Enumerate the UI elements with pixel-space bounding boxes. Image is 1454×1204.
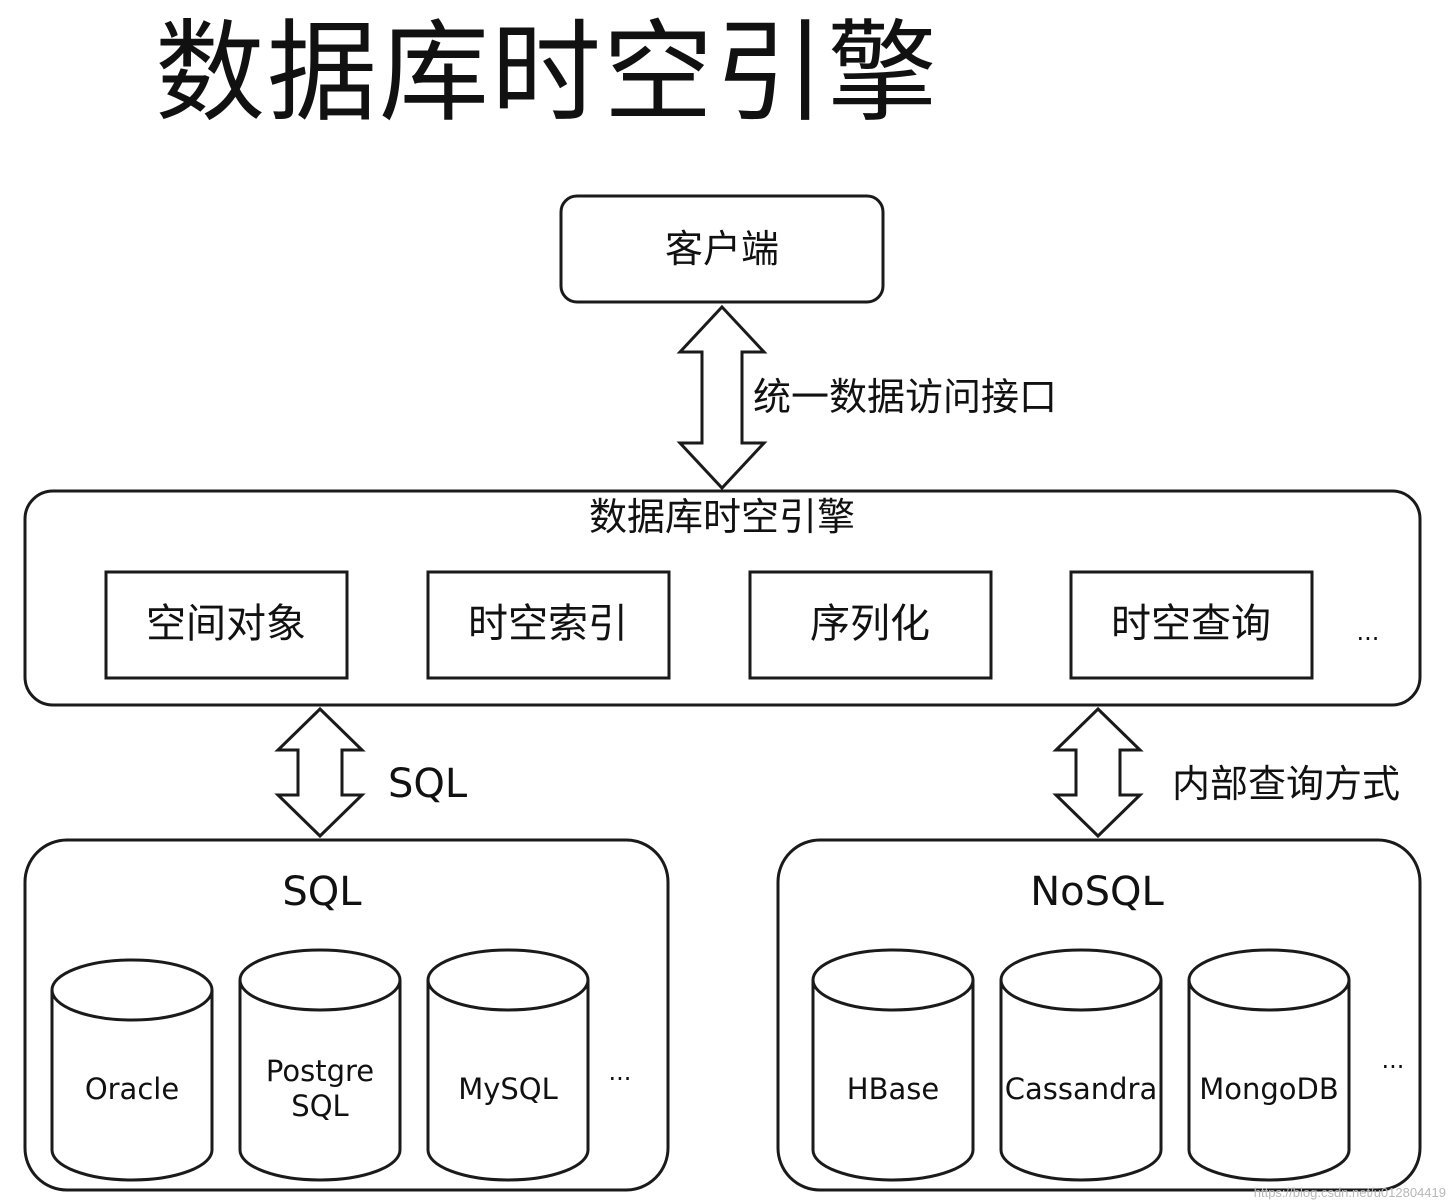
engine-more-ellipsis: ... xyxy=(1357,618,1380,646)
sql-group-label: SQL xyxy=(282,869,362,915)
database-label: MySQL xyxy=(458,1072,558,1106)
database-label: Oracle xyxy=(85,1072,179,1106)
api-arrow-label: 统一数据访问接口 xyxy=(753,375,1057,419)
database-cylinder: MySQL xyxy=(426,948,590,1182)
database-label: MongoDB xyxy=(1199,1072,1339,1106)
client-label: 客户端 xyxy=(665,227,779,271)
engine-module: 空间对象 xyxy=(104,570,349,680)
database-label-line: SQL xyxy=(291,1089,348,1123)
client-node: 客户端 xyxy=(559,194,885,304)
sql-more-ellipsis: ... xyxy=(609,1058,632,1086)
database-cylinder: Oracle xyxy=(50,958,214,1182)
api-arrow: 统一数据访问接口 xyxy=(676,304,1057,491)
database-label: HBase xyxy=(847,1072,939,1106)
watermark: https://blog.csdn.net/u012804419 xyxy=(1253,1185,1446,1200)
page-title: 数据库时空引擎 xyxy=(155,9,939,137)
nosql-group-label: NoSQL xyxy=(1030,869,1164,915)
engine-module: 序列化 xyxy=(748,570,993,680)
database-label-line: Postgre xyxy=(266,1054,374,1088)
engine-label: 数据库时空引擎 xyxy=(589,495,855,539)
sql-group: SQL Oracle Postgre SQL MySQL ... xyxy=(23,838,670,1192)
nosql-arrow-label: 内部查询方式 xyxy=(1172,762,1400,806)
database-cylinder: Postgre SQL xyxy=(238,948,402,1182)
database-label: Cassandra xyxy=(1005,1072,1158,1106)
engine-module-label: 时空索引 xyxy=(468,601,628,647)
engine-module: 时空索引 xyxy=(426,570,671,680)
engine-module: 时空查询 xyxy=(1069,570,1314,680)
engine-module-label: 空间对象 xyxy=(146,601,306,647)
nosql-arrow: 内部查询方式 xyxy=(1052,706,1400,839)
database-cylinder: MongoDB xyxy=(1187,948,1351,1182)
database-cylinder: Cassandra xyxy=(999,948,1163,1182)
nosql-group: NoSQL HBase Cassandra MongoDB ... xyxy=(776,838,1422,1192)
nosql-more-ellipsis: ... xyxy=(1382,1046,1405,1074)
sql-arrow: SQL xyxy=(274,706,468,839)
database-cylinder: HBase xyxy=(811,948,975,1182)
engine-module-label: 时空查询 xyxy=(1111,601,1271,647)
engine-module-label: 序列化 xyxy=(810,601,930,647)
engine-node: 数据库时空引擎 空间对象 时空索引 序列化 时空查询 ... xyxy=(23,489,1422,707)
sql-arrow-label: SQL xyxy=(388,761,468,807)
